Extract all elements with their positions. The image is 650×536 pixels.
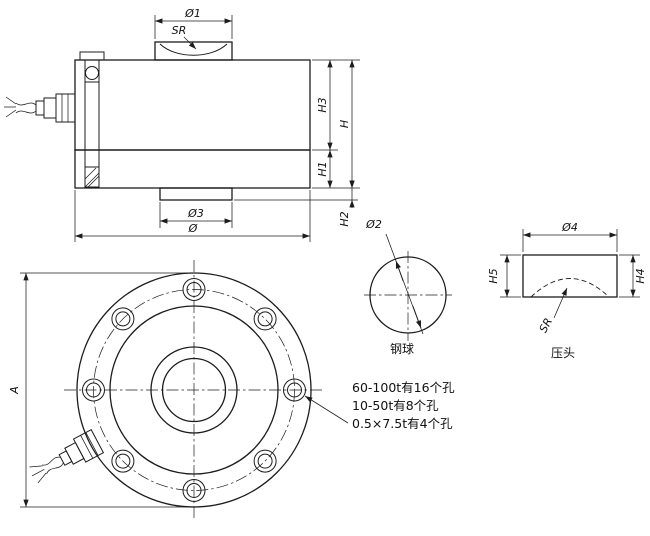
dim-label-h3: H3	[316, 97, 329, 112]
press-head-outline	[522, 254, 618, 298]
top-boss-outline	[154, 41, 233, 61]
sr-leader	[183, 36, 197, 50]
cable-gland-front	[29, 429, 105, 484]
cable-fray	[29, 465, 47, 484]
spherical-seat-arc	[159, 43, 228, 56]
dim-arrow	[412, 305, 422, 329]
dim-label-sr: SR	[172, 24, 187, 37]
body-flange-outline	[74, 149, 311, 189]
hatch-lines	[84, 167, 100, 188]
center-hub-outer	[150, 346, 238, 434]
cable-wires	[41, 456, 64, 474]
bolt-circle	[93, 289, 295, 491]
bolt-hole-inner	[86, 382, 101, 398]
bolt-hole-outer	[253, 449, 277, 473]
side-view: Ø1 SR H3 H1 H H2	[4, 7, 360, 242]
note-line-3: 0.5×7.5t有4个孔	[352, 416, 453, 431]
gland-tip	[35, 100, 45, 116]
gland-facet-1	[85, 432, 99, 456]
dim-label-h4: H4	[634, 268, 647, 283]
bolt-hole-inner	[186, 282, 202, 297]
bottom-boss-outline	[159, 187, 233, 201]
notes: 60-100t有16个孔 10-50t有8个孔 0.5×7.5t有4个孔	[304, 380, 455, 431]
channel-plug	[84, 166, 100, 188]
dim-label-d: Ø	[188, 222, 198, 235]
bolt-hole-outer	[182, 479, 206, 502]
screw-head	[85, 66, 99, 80]
center-hub-inner	[161, 357, 227, 423]
bolt-holes	[82, 278, 306, 502]
sr-leader-head	[553, 287, 568, 319]
steel-ball-circle	[369, 256, 447, 334]
note-leader	[304, 395, 349, 424]
dim-arrow	[395, 260, 404, 282]
dim-label-a: A	[8, 386, 21, 395]
cable-fray	[4, 96, 17, 118]
bolt-hole-outer	[283, 378, 306, 402]
dim-label-h2: H2	[338, 211, 351, 226]
outer-flange-circle	[76, 272, 312, 508]
note-line-1: 60-100t有16个孔	[352, 380, 455, 395]
side-view-dimensions: Ø1 SR H3 H1 H H2	[74, 7, 360, 242]
gland-nut	[43, 97, 57, 119]
inner-step-circle	[109, 305, 279, 475]
bolt-hole-inner	[115, 311, 131, 327]
dim-label-h5: H5	[487, 268, 500, 283]
steel-ball-label: 钢球	[390, 342, 414, 356]
dim-label-d1: Ø1	[184, 7, 201, 20]
bolt-hole-outer	[82, 378, 105, 402]
dim-label-d3: Ø3	[187, 207, 204, 220]
dim-label-d4: Ø4	[561, 221, 578, 234]
bolt-hole-inner	[287, 382, 302, 398]
bolt-hole-outer	[111, 307, 135, 331]
front-view: A	[8, 260, 324, 520]
bolt-hole-inner	[115, 453, 131, 469]
bolt-hole-inner	[257, 311, 273, 327]
bolt-hole-inner	[257, 453, 273, 469]
front-view-dimensions: A	[8, 272, 190, 508]
note-line-2: 10-50t有8个孔	[352, 398, 439, 413]
bolt-hole-outer	[182, 278, 206, 301]
bolt-hole-outer	[253, 307, 277, 331]
gland-facet-2	[80, 435, 94, 459]
body-upper-outline	[74, 59, 311, 151]
gland-body	[55, 93, 76, 123]
cable-gland-side	[4, 93, 76, 123]
gland-tip	[58, 450, 73, 466]
dim-label-sr-head: SR	[537, 316, 555, 335]
steel-ball-view: Ø2 钢球	[364, 218, 452, 356]
dim-label-h1: H1	[316, 161, 329, 176]
spherical-recess-arc	[530, 278, 610, 298]
bolt-hole-outer	[111, 449, 135, 473]
press-head-view: Ø4 H4 H5 SR 压头	[487, 221, 647, 360]
bolt-hole-inner	[186, 483, 202, 498]
press-head-label: 压头	[551, 346, 575, 360]
cable-wire-2	[15, 110, 37, 114]
dim-label-d2: Ø2	[365, 218, 382, 231]
dim-label-h: H	[338, 120, 351, 128]
cable-wire-1	[15, 102, 37, 106]
clamp-block	[79, 51, 105, 61]
